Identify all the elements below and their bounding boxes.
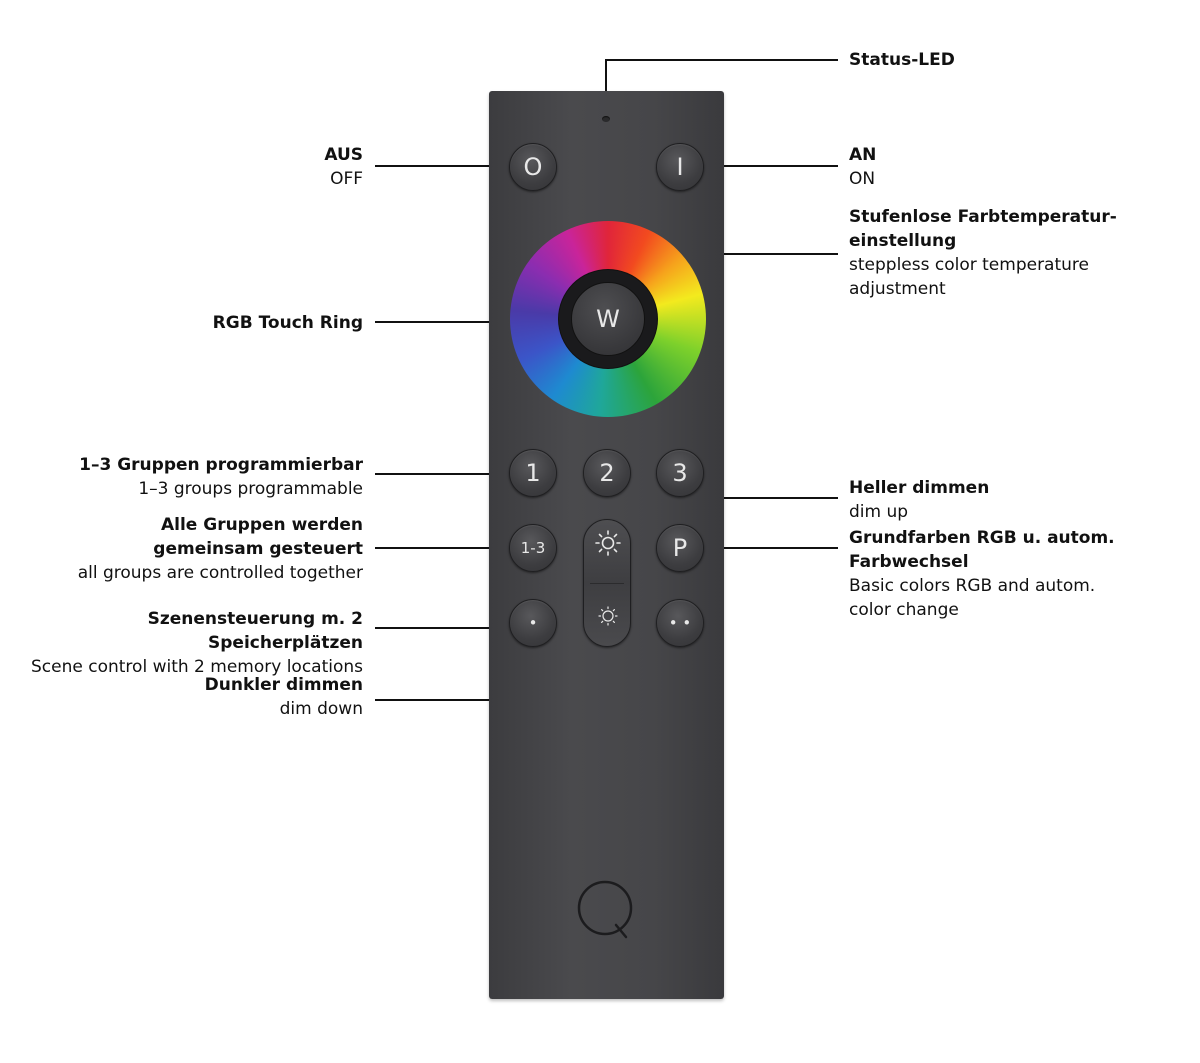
label-an: AN ON xyxy=(849,143,876,191)
group-1-button[interactable]: 1 xyxy=(509,449,557,497)
label-heller-en: dim up xyxy=(849,502,909,522)
rocker-divider xyxy=(590,583,624,584)
label-farbtemperatur: Stufenlose Farbtemperatur- einstellung s… xyxy=(849,205,1117,301)
ring-inner-bezel: W xyxy=(559,270,657,368)
label-farbtemperatur-en1: steppless color temperature xyxy=(849,255,1089,275)
label-aus-de: AUS xyxy=(324,145,363,165)
label-szenen-en: Scene control with 2 memory locations xyxy=(31,657,363,677)
group-1-label: 1 xyxy=(525,459,541,487)
rgb-touch-ring[interactable]: W xyxy=(510,221,706,417)
label-alle-gruppen-de2: gemeinsam gesteuert xyxy=(153,539,363,559)
label-farbtemperatur-de2: einstellung xyxy=(849,231,957,251)
dimmer-rocker xyxy=(583,519,631,647)
group-2-label: 2 xyxy=(599,459,615,487)
label-gruppen-de: 1–3 Gruppen programmierbar xyxy=(79,455,363,475)
dim-down-button[interactable] xyxy=(597,605,619,631)
label-aus: AUS OFF xyxy=(324,143,363,191)
label-heller: Heller dimmen dim up xyxy=(849,476,989,524)
scene-2-label: • • xyxy=(668,614,692,632)
remote-control: O I W 1 2 3 1-3 xyxy=(489,91,724,999)
label-farbtemperatur-en2: adjustment xyxy=(849,279,946,299)
program-button[interactable]: P xyxy=(656,524,704,572)
label-alle-gruppen-en: all groups are controlled together xyxy=(77,563,363,583)
label-gruppen-en: 1–3 groups programmable xyxy=(138,479,363,499)
label-rgb-ring: RGB Touch Ring xyxy=(213,311,363,335)
label-farbtemperatur-de1: Stufenlose Farbtemperatur- xyxy=(849,207,1117,227)
label-grundfarben-en1: Basic colors RGB and autom. xyxy=(849,576,1096,596)
label-grundfarben-de2: Farbwechsel xyxy=(849,552,969,572)
scene-1-label: • xyxy=(528,614,538,632)
line-status-led xyxy=(605,59,838,98)
label-dunkler-de: Dunkler dimmen xyxy=(204,675,363,695)
label-status-led-de: Status-LED xyxy=(849,50,955,70)
all-groups-button[interactable]: 1-3 xyxy=(509,524,557,572)
status-led xyxy=(602,116,610,122)
sun-dim-icon xyxy=(598,606,618,626)
group-3-label: 3 xyxy=(672,459,688,487)
label-szenen: Szenensteuerung m. 2 Speicherplätzen Sce… xyxy=(0,607,363,679)
label-an-en: ON xyxy=(849,169,876,189)
label-alle-gruppen-de1: Alle Gruppen werden xyxy=(160,515,363,535)
label-rgb-ring-de: RGB Touch Ring xyxy=(212,313,363,333)
scene-1-button[interactable]: • xyxy=(509,599,557,647)
label-gruppen: 1–3 Gruppen programmierbar 1–3 groups pr… xyxy=(79,453,363,501)
q-logo-icon xyxy=(577,880,633,939)
off-button[interactable]: O xyxy=(509,143,557,191)
program-label: P xyxy=(672,534,688,562)
dim-up-button[interactable] xyxy=(595,530,621,560)
label-grundfarben-de1: Grundfarben RGB u. autom. xyxy=(849,528,1115,548)
label-an-de: AN xyxy=(849,145,877,165)
scene-2-button[interactable]: • • xyxy=(656,599,704,647)
group-2-button[interactable]: 2 xyxy=(583,449,631,497)
white-button-label: W xyxy=(596,305,620,333)
label-status-led: Status-LED xyxy=(849,48,955,72)
group-3-button[interactable]: 3 xyxy=(656,449,704,497)
off-button-label: O xyxy=(523,153,543,181)
label-alle-gruppen: Alle Gruppen werden gemeinsam gesteuert … xyxy=(78,513,363,585)
label-grundfarben-en2: color change xyxy=(849,600,959,620)
label-heller-de: Heller dimmen xyxy=(849,478,990,498)
sun-bright-icon xyxy=(595,530,621,556)
white-button[interactable]: W xyxy=(571,282,645,356)
label-szenen-de: Szenensteuerung m. 2 Speicherplätzen xyxy=(147,609,363,653)
label-grundfarben: Grundfarben RGB u. autom. Farbwechsel Ba… xyxy=(849,526,1115,622)
all-groups-label: 1-3 xyxy=(520,539,546,557)
on-button[interactable]: I xyxy=(656,143,704,191)
label-dunkler-en: dim down xyxy=(279,699,363,719)
on-button-label: I xyxy=(676,153,684,181)
label-dunkler: Dunkler dimmen dim down xyxy=(205,673,363,721)
label-aus-en: OFF xyxy=(330,169,363,189)
